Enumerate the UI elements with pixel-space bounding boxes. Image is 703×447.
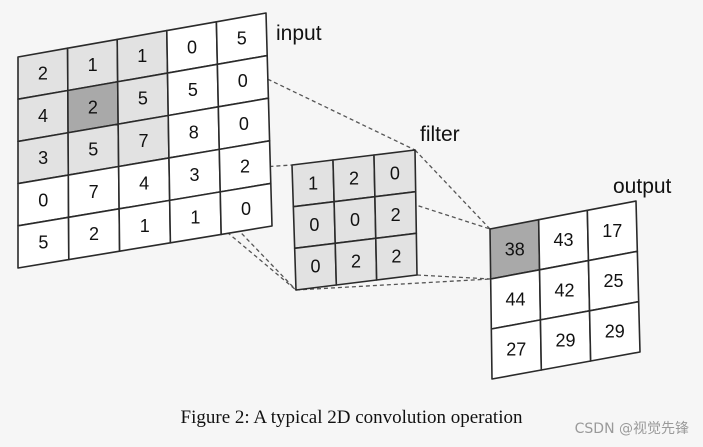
input-cell-value: 2 — [89, 224, 99, 244]
filter-grid: 1 2 0 0 0 2 0 2 2 — [291, 149, 418, 291]
input-cell-value: 1 — [137, 46, 147, 66]
projection-line — [416, 274, 491, 280]
input-cell-value: 2 — [38, 64, 48, 84]
output-cell-value: 29 — [555, 330, 575, 350]
input-cell-value: 0 — [238, 71, 248, 91]
projection-line — [17, 56, 297, 291]
figure-caption: Figure 2: A typical 2D convolution opera… — [180, 407, 523, 428]
input-cell-value: 7 — [138, 131, 148, 151]
output-cell-value: 42 — [554, 280, 574, 300]
input-grid: 2 1 1 0 5 4 2 5 5 0 3 5 7 8 0 0 7 4 3 2 5 2 1 1 0 — [17, 12, 273, 269]
output-cell — [588, 300, 641, 362]
input-cell-value: 1 — [190, 207, 200, 227]
filter-cell-value: 2 — [391, 247, 401, 267]
input-cell-value: 1 — [88, 55, 98, 75]
input-cell-value: 0 — [187, 37, 197, 57]
output-label: output — [613, 175, 672, 198]
output-cell-value: 29 — [605, 321, 625, 341]
input-cell-value: 2 — [88, 97, 98, 117]
output-cell-value: 27 — [506, 339, 526, 359]
input-cell-value: 3 — [190, 165, 200, 185]
filter-cell-value: 0 — [309, 215, 319, 235]
filter-cell — [374, 232, 418, 281]
output-grid: 38 43 17 44 42 25 27 29 29 — [489, 200, 641, 380]
output-cell-value: 43 — [553, 230, 573, 250]
input-cell-value: 4 — [139, 173, 149, 193]
input-cell-value: 2 — [240, 156, 250, 176]
input-cell-value: 5 — [138, 89, 148, 109]
output-cell-value: 17 — [602, 221, 622, 241]
input-cell-value: 0 — [38, 190, 48, 210]
input-cell-value: 5 — [237, 29, 247, 49]
output-cell-value: 25 — [603, 271, 623, 291]
input-cell-value: 3 — [38, 148, 48, 168]
input-cell-value: 5 — [188, 80, 198, 100]
output-cell-value: 38 — [505, 239, 525, 259]
input-label: input — [276, 22, 322, 45]
filter-cell-value: 0 — [350, 210, 360, 230]
filter-cell-value: 2 — [391, 205, 401, 225]
filter-label: filter — [420, 123, 460, 146]
input-cell-value: 5 — [88, 140, 98, 160]
input-cell-value: 7 — [89, 182, 99, 202]
projection-line — [295, 278, 491, 291]
filter-cell-value: 2 — [349, 168, 359, 188]
input-cell-value: 1 — [140, 216, 150, 236]
input-cell-value: 8 — [189, 122, 199, 142]
input-cell-value: 4 — [38, 106, 48, 126]
filter-cell-value: 1 — [308, 173, 318, 193]
input-cell-value: 0 — [241, 199, 251, 219]
input-cell-value: 0 — [239, 114, 249, 134]
filter-cell-value: 0 — [311, 257, 321, 277]
input-cell — [219, 182, 273, 236]
input-cell-value: 5 — [38, 233, 48, 253]
filter-cell-value: 0 — [390, 163, 400, 183]
filter-cell-value: 2 — [351, 252, 361, 272]
output-cell-value: 44 — [505, 289, 525, 309]
watermark-text: CSDN @视觉先锋 — [574, 421, 689, 437]
